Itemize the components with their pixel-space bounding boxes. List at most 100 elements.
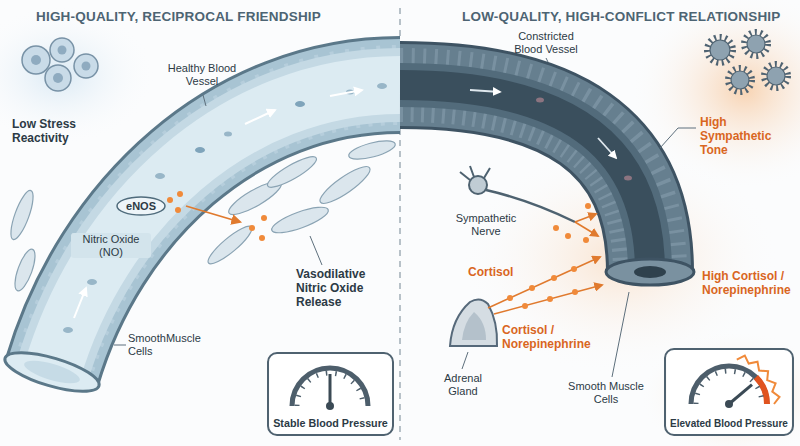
node-text: Stable Blood Pressure	[273, 417, 388, 429]
callout-label: Cortisol / Norepinephrine	[502, 324, 598, 352]
sympathetic-cell	[764, 64, 788, 88]
smooth-muscle-cell	[347, 137, 397, 163]
leader-line	[114, 58, 696, 377]
pressure-gauge	[667, 350, 791, 434]
cell-cluster	[82, 62, 91, 71]
sympathetic-cell	[707, 32, 788, 92]
pressure-gauge	[737, 356, 780, 405]
constricted-vessel	[400, 85, 650, 272]
constricted-vessel	[536, 98, 544, 103]
hormone-arrow	[572, 289, 578, 295]
cell-cluster	[45, 65, 71, 91]
healthy-vessel	[1, 345, 103, 400]
panel-heading: LOW-QUALITY, HIGH-CONFLICT RELATIONSHIP	[462, 9, 781, 25]
hormone-arrow	[507, 295, 513, 301]
pressure-gauge	[329, 374, 332, 406]
pressure-gauge	[729, 385, 752, 404]
smooth-muscle-cell	[204, 222, 256, 269]
cell-cluster	[22, 46, 50, 74]
nerve-icon	[469, 176, 487, 194]
sympathetic-cell	[747, 35, 765, 53]
leader-line	[612, 292, 629, 377]
blood-cell	[195, 147, 205, 153]
oval-outline	[117, 197, 165, 215]
background-glow	[0, 5, 155, 145]
blood-cell	[87, 279, 97, 285]
nerve-icon	[575, 214, 596, 222]
pressure-gauge	[297, 373, 363, 406]
leader-line	[462, 352, 468, 369]
leader-line	[203, 95, 206, 106]
constricted-vessel	[470, 90, 500, 92]
leader-line	[310, 236, 322, 265]
nerve-icon	[575, 222, 598, 236]
flow-arrow	[330, 90, 362, 96]
flow-arrow	[74, 288, 86, 318]
pressure-gauge	[696, 371, 762, 404]
nitric-oxide-dots	[259, 235, 265, 241]
hormone-arrow	[494, 285, 602, 314]
callout-label: Nitric Oxide (NO)	[71, 233, 151, 258]
cell-cluster	[53, 73, 63, 83]
nitric-oxide-dots	[177, 191, 183, 197]
healthy-vessel	[52, 85, 400, 372]
callout-label: Vasodilative Nitric Oxide Release	[296, 268, 394, 309]
leader-line	[546, 58, 548, 62]
leader-line	[660, 128, 696, 148]
callout-label: Sympathetic Nerve	[446, 212, 526, 237]
constricted-vessel	[400, 85, 650, 272]
callout-label: Constricted Blood Vessel	[504, 30, 588, 55]
constricted-vessel	[400, 85, 694, 285]
callout-label: Healthy Blood Vessel	[166, 62, 238, 87]
hormone-arrow	[551, 275, 557, 281]
healthy-vessel	[52, 85, 400, 372]
sympathetic-cell	[728, 68, 752, 92]
healthy-vessel	[52, 85, 400, 372]
constricted-vessel	[634, 266, 666, 278]
smooth-muscle-cell	[7, 188, 38, 242]
constricted-vessel	[400, 85, 650, 272]
sympathetic-cell	[767, 67, 785, 85]
smooth-muscle-cell	[316, 161, 374, 209]
callout-label: Low Stress Reactivity	[12, 118, 108, 146]
nerve-icon	[585, 203, 591, 209]
enzyme-oval: eNOS	[116, 196, 166, 216]
pressure-gauge	[725, 400, 733, 408]
background-glow	[640, 330, 800, 446]
cell-cluster	[74, 54, 98, 78]
nerve-icon	[565, 233, 571, 239]
hormone-arrow	[547, 296, 553, 302]
blood-cell	[295, 101, 305, 107]
node-text: eNOS	[126, 200, 156, 212]
cell-cluster	[50, 38, 74, 62]
pressure-gauge	[756, 377, 767, 404]
panel-heading: HIGH-QUALITY, RECIPROCAL FRIENDSHIP	[36, 9, 321, 25]
sympathetic-cell	[710, 40, 730, 60]
sympathetic-cell	[707, 37, 733, 63]
cell-cluster	[22, 38, 98, 91]
callout-label: High Cortisol / Norepinephrine	[702, 270, 794, 298]
blood-cell	[224, 132, 232, 137]
callout-label: Adrenal Gland	[432, 372, 494, 397]
healthy-vessel	[52, 85, 400, 372]
hormone-arrow	[529, 285, 535, 291]
nitric-oxide-dots	[186, 206, 240, 222]
blood-cell	[377, 83, 387, 89]
cell-cluster	[58, 46, 67, 55]
constricted-vessel	[624, 176, 632, 181]
pressure-gauge	[691, 366, 767, 404]
callout-label: Cortisol	[468, 266, 528, 280]
nitric-oxide-dots	[261, 215, 267, 221]
flow-arrow	[245, 110, 275, 124]
pressure-gauge	[292, 368, 368, 406]
blood-cell	[155, 173, 165, 179]
pressure-gauge	[326, 402, 334, 410]
adrenal-gland	[462, 312, 486, 340]
callout-label: High Sympathetic Tone	[700, 116, 794, 157]
gauge-panel: Stable Blood Pressure	[267, 352, 394, 436]
blood-cell	[63, 327, 73, 333]
healthy-vessel	[52, 85, 400, 372]
nitric-oxide-dots	[249, 225, 255, 231]
